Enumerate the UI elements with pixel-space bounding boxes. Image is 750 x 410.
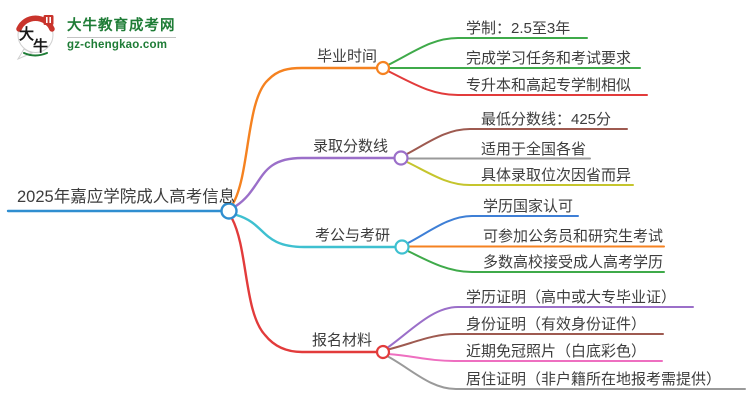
leaf-label-1-1: 适用于全国各省 xyxy=(481,141,587,158)
leaf-label-3-0: 学历证明（高中或大专毕业证） xyxy=(466,289,677,306)
leaf-label-1-0: 最低分数线：425分 xyxy=(481,111,612,128)
branch-label-admission-score: 录取分数线 xyxy=(313,138,389,155)
edge-branch-graduation-time xyxy=(231,66,379,205)
logo-icon-char-2: 牛 xyxy=(33,37,48,55)
edge-branch-application-materials xyxy=(230,217,379,354)
branch-label-graduation-time: 毕业时间 xyxy=(317,48,378,65)
leaf-label-3-1: 身份证明（有效身份证件） xyxy=(466,316,647,333)
edge-leaf-3-3 xyxy=(386,355,746,390)
edge-branch-admission-score xyxy=(234,156,397,208)
leaf-label-0-2: 专升本和高起专学制相似 xyxy=(466,77,632,94)
daniu-logo-icon: 大 牛 xyxy=(16,15,55,60)
branch-node-circle-1 xyxy=(393,150,409,166)
leaf-label-3-2: 近期免冠照片（白底彩色） xyxy=(466,343,647,360)
logo-divider xyxy=(67,37,176,38)
branch-node-circle-0 xyxy=(375,60,391,76)
logo-text-block: 大牛教育成考网 gz-chengkao.com xyxy=(67,11,176,52)
leaf-label-2-1: 可参加公务员和研究生考试 xyxy=(483,228,664,245)
branch-label-civil-exam: 考公与考研 xyxy=(315,227,391,244)
leaf-label-1-2: 具体录取位次因省而异 xyxy=(481,167,632,184)
leaf-label-2-0: 学历国家认可 xyxy=(483,198,574,215)
leaf-label-2-2: 多数高校接受成人高考学历 xyxy=(483,254,664,271)
logo-icon-char-1: 大 xyxy=(19,25,34,43)
root-node-circle xyxy=(220,202,238,220)
edge-branch-civil-exam xyxy=(235,213,398,249)
edge-leaf-2-2 xyxy=(406,249,665,273)
edge-leaf-3-1 xyxy=(387,333,664,351)
edge-leaf-0-2 xyxy=(387,70,648,96)
edge-leaf-3-0 xyxy=(386,306,694,349)
branch-node-circle-2 xyxy=(394,239,410,255)
leaf-label-0-0: 学制：2.5至3年 xyxy=(466,20,571,37)
edge-leaf-0-0 xyxy=(387,37,588,66)
leaf-label-0-1: 完成学习任务和考试要求 xyxy=(466,50,632,67)
edge-leaf-1-2 xyxy=(405,160,634,186)
root-node-label: 2025年嘉应学院成人高考信息 xyxy=(17,188,236,206)
logo-site-url[interactable]: gz-chengkao.com xyxy=(67,39,168,51)
edge-leaf-3-2 xyxy=(387,353,663,362)
edge-leaf-1-0 xyxy=(405,128,628,156)
site-logo[interactable]: 大 牛 大牛教育成考网 gz-chengkao.com xyxy=(14,11,176,60)
edge-leaf-2-0 xyxy=(406,215,579,245)
branch-node-circle-3 xyxy=(375,344,391,360)
logo-site-name: 大牛教育成考网 xyxy=(67,18,176,34)
logo-seal-stamp xyxy=(43,15,54,25)
leaf-label-3-3: 居住证明（非户籍所在地报考需提供） xyxy=(466,371,722,388)
branch-label-application-materials: 报名材料 xyxy=(312,332,373,349)
